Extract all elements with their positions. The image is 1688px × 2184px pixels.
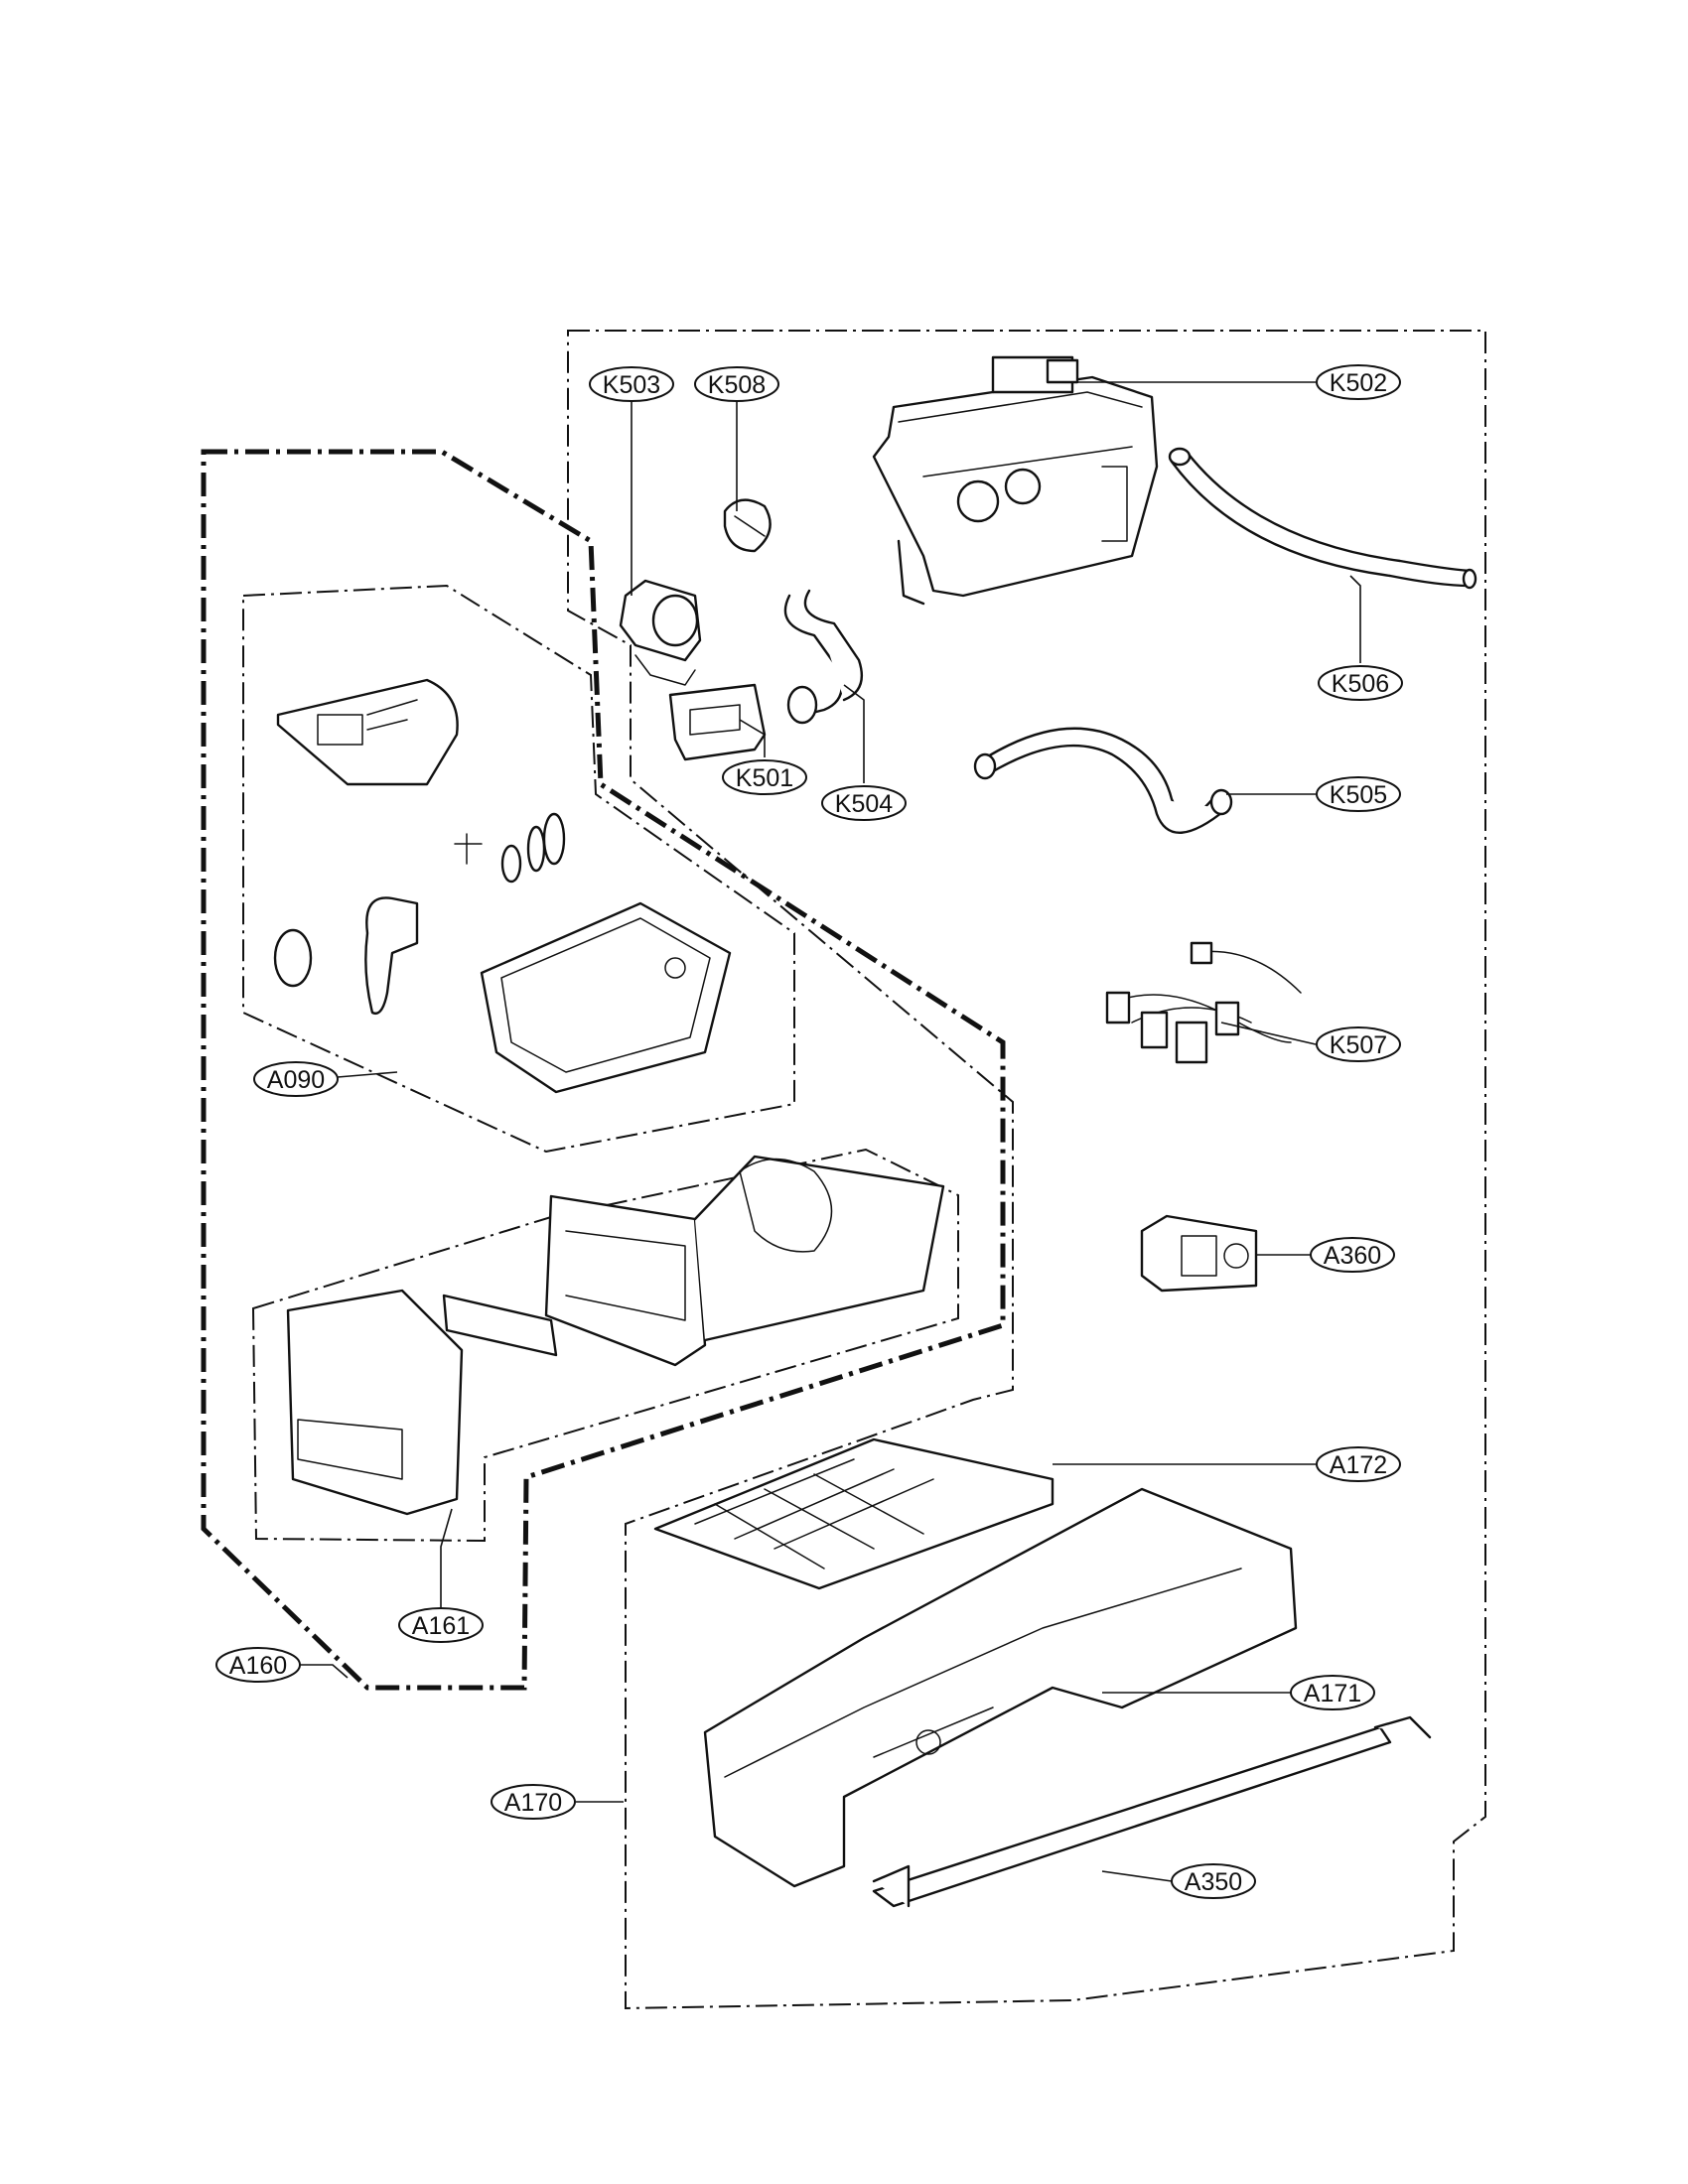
part-heater-assembly xyxy=(872,355,1159,606)
part-detergent-cover xyxy=(276,678,459,786)
part-grille-a172 xyxy=(653,1437,1055,1590)
svg-text:A170: A170 xyxy=(504,1789,562,1817)
svg-text:A160: A160 xyxy=(229,1652,287,1680)
callout-a090: A090 xyxy=(253,1061,339,1097)
svg-text:K505: K505 xyxy=(1330,781,1387,809)
callout-a170: A170 xyxy=(491,1784,576,1820)
leader-k506 xyxy=(1349,575,1361,663)
svg-text:A090: A090 xyxy=(267,1066,325,1094)
svg-text:A360: A360 xyxy=(1324,1242,1381,1270)
callout-a360: A360 xyxy=(1310,1237,1395,1273)
svg-text:K508: K508 xyxy=(708,371,766,399)
leader-a350 xyxy=(1101,1870,1173,1882)
part-hose-clamp xyxy=(723,498,772,553)
svg-text:A172: A172 xyxy=(1330,1451,1387,1479)
a090-detergent-box-outline xyxy=(242,584,795,1154)
a161-drawer-group-outline xyxy=(251,1148,959,1543)
part-bracket-k501 xyxy=(668,683,767,761)
part-hose-k505 xyxy=(973,727,1233,834)
callout-a161: A161 xyxy=(398,1607,484,1643)
group-boundaries xyxy=(201,330,1486,2010)
part-drawer-frame xyxy=(544,1155,945,1367)
part-drawer-handle-a161 xyxy=(286,1289,558,1516)
leader-k501 xyxy=(739,719,766,757)
svg-text:K503: K503 xyxy=(603,371,660,399)
part-pcb-a360 xyxy=(1140,1214,1258,1293)
callouts: K503 K508 K502 K506 K501 K504 K505 K507 xyxy=(215,364,1403,1899)
part-dispenser-housing-a171 xyxy=(703,1487,1298,1888)
callout-a160: A160 xyxy=(215,1647,301,1683)
svg-text:K504: K504 xyxy=(835,790,893,818)
part-hinge-bar-a350 xyxy=(872,1715,1432,1908)
leader-k507 xyxy=(1220,1022,1317,1045)
part-detergent-tray xyxy=(480,901,732,1094)
leader-k504 xyxy=(843,684,865,783)
callout-k503: K503 xyxy=(589,366,674,402)
svg-text:A171: A171 xyxy=(1304,1680,1361,1707)
svg-text:K502: K502 xyxy=(1330,369,1387,397)
callout-k502: K502 xyxy=(1316,364,1401,400)
part-wire-harness-k507 xyxy=(1105,941,1302,1064)
part-heater-hose-k504 xyxy=(783,589,864,725)
callout-k504: K504 xyxy=(821,785,907,821)
callout-k507: K507 xyxy=(1316,1026,1401,1062)
callout-a172: A172 xyxy=(1316,1446,1401,1482)
svg-text:A161: A161 xyxy=(412,1612,470,1640)
part-long-hose-k506 xyxy=(1168,447,1477,590)
svg-text:K501: K501 xyxy=(736,764,793,792)
callout-a350: A350 xyxy=(1171,1863,1256,1899)
a160-dispenser-group-outline xyxy=(201,449,1006,1691)
upper-right-group-outline xyxy=(567,330,1486,2010)
leader-a161 xyxy=(440,1508,453,1608)
callout-k501: K501 xyxy=(722,759,807,795)
callout-k506: K506 xyxy=(1318,665,1403,701)
svg-text:K507: K507 xyxy=(1330,1031,1387,1059)
leader-a090 xyxy=(337,1071,398,1078)
part-siphon-cap xyxy=(273,812,566,1015)
callout-k505: K505 xyxy=(1316,776,1401,812)
callout-a171: A171 xyxy=(1290,1675,1375,1710)
svg-text:A350: A350 xyxy=(1185,1868,1242,1896)
leader-a160 xyxy=(300,1664,349,1679)
callout-k508: K508 xyxy=(694,366,779,402)
svg-text:K506: K506 xyxy=(1332,670,1389,698)
part-water-valve xyxy=(619,579,702,686)
leader-lines xyxy=(300,381,1361,1882)
